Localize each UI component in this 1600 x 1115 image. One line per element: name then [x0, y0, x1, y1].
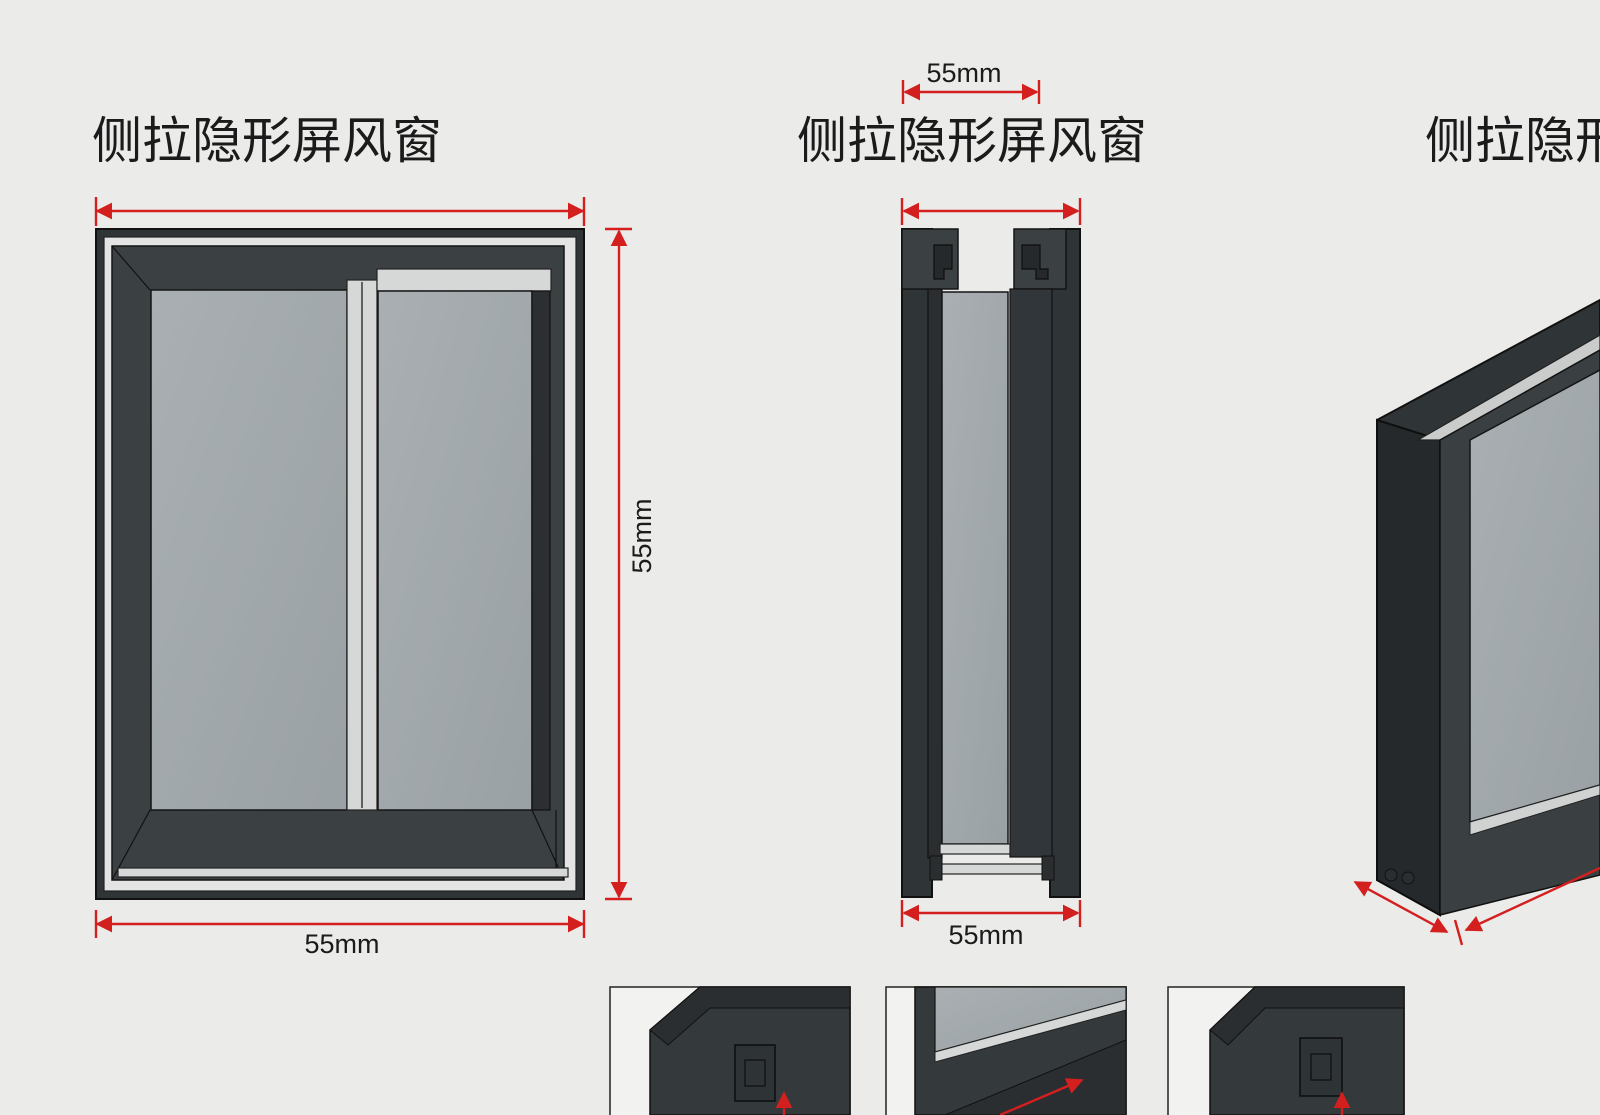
- front-view-window: [95, 228, 585, 900]
- bottom-rail: [117, 867, 569, 878]
- front-right-dimension-label: 55mm: [627, 498, 657, 573]
- latch-icon: [734, 1044, 776, 1102]
- detail-thumbnail-2: [885, 986, 1127, 1115]
- right-profile: [1049, 228, 1081, 898]
- right-clip-channel: [1021, 244, 1049, 280]
- side-bottom-rail: [937, 863, 1045, 875]
- side-glass-pane: [941, 291, 1009, 845]
- side-bottom-dimension-label: 55mm: [948, 920, 1023, 950]
- perspective-view-window: [1376, 298, 1600, 917]
- side-top-dimension-label: 55mm: [926, 58, 1001, 88]
- front-bottom-dimension-label: 55mm: [304, 929, 379, 959]
- perspective-view-title: 侧拉隐形屏风窗: [1425, 112, 1600, 170]
- perspective-depth-dimension-line: [1353, 880, 1449, 934]
- right-glass-pane: [377, 290, 533, 811]
- side-section-view: [901, 228, 1081, 898]
- perspective-glass: [1469, 369, 1600, 823]
- left-clip-channel: [933, 244, 953, 280]
- detail-thumbnail-3: [1167, 986, 1405, 1115]
- right-side-stile: [531, 290, 551, 811]
- latch-icon: [1299, 1037, 1343, 1097]
- detail-thumbnail-1: [609, 986, 851, 1115]
- top-rail: [376, 268, 552, 292]
- front-view-title: 侧拉隐形屏风窗: [92, 112, 442, 170]
- side-view-title: 侧拉隐形屏风窗: [797, 112, 1147, 170]
- left-glass-pane: [150, 289, 348, 811]
- perspective-side-face: [1376, 418, 1441, 917]
- perspective-width-dimension-line: [1464, 866, 1600, 932]
